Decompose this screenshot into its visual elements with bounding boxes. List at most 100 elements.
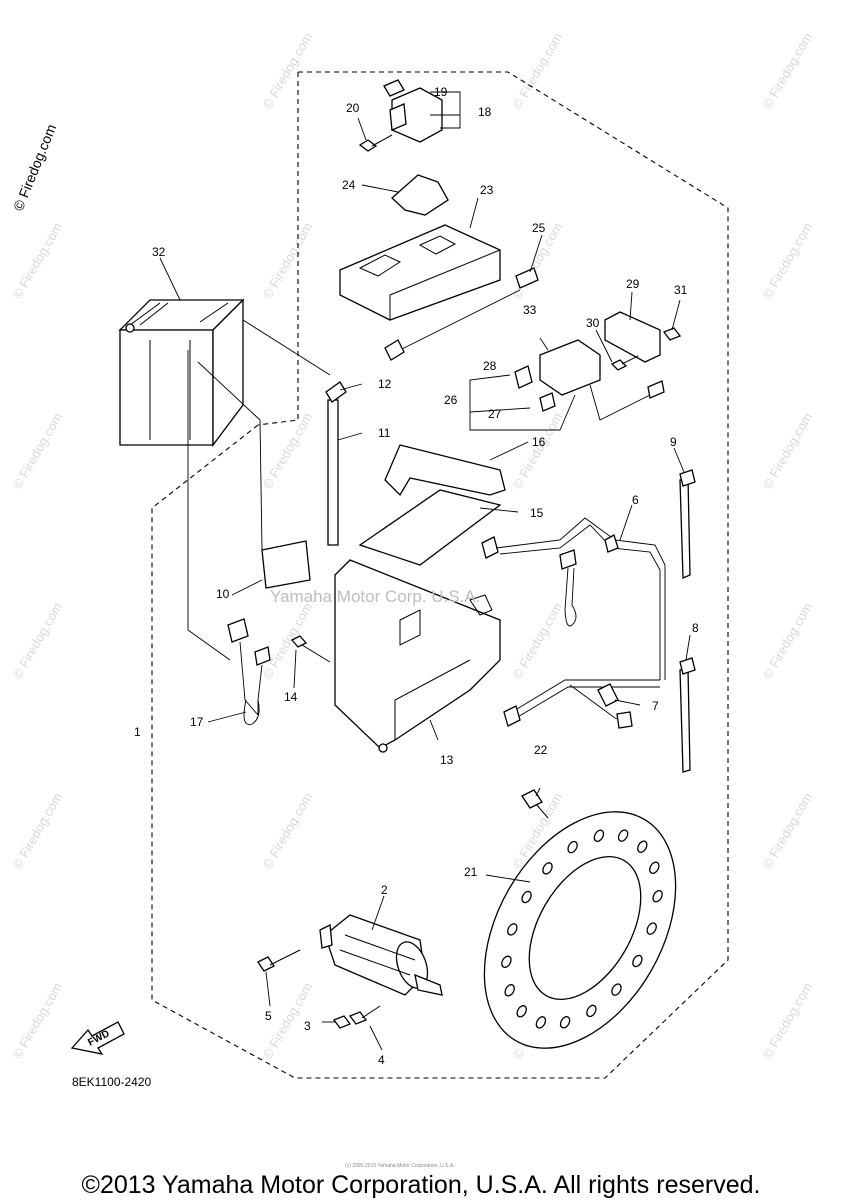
callout-26: 26 <box>444 393 458 407</box>
callout-1: 1 <box>134 725 141 739</box>
callout-19: 19 <box>434 85 448 99</box>
sheet-15 <box>358 489 502 566</box>
tile-watermark: © Firedog.com <box>260 790 316 872</box>
tile-watermark: © Firedog.com <box>260 410 316 492</box>
callout-14: 14 <box>284 690 298 704</box>
battery <box>118 298 245 447</box>
side-watermark: © Firedog.com <box>10 122 59 213</box>
tile-watermark: © Firedog.com <box>10 410 66 492</box>
rubber-pad-10 <box>261 540 311 589</box>
rotor-hole <box>535 1016 547 1029</box>
rotor-hole <box>637 840 648 853</box>
rotor-21 <box>483 811 677 1049</box>
callout-9: 9 <box>670 435 677 449</box>
callout-27: 27 <box>488 407 502 421</box>
tile-watermark: © Firedog.com <box>760 30 816 112</box>
part-code: 8EK1100-2420 <box>72 1075 152 1089</box>
tile-watermark: © Firedog.com <box>260 220 316 302</box>
tile-watermark: © Firedog.com <box>260 30 316 112</box>
wire-harness-17 <box>227 618 271 725</box>
callout-2: 2 <box>381 883 388 897</box>
tile-watermark: © Firedog.com <box>510 410 566 492</box>
rotor-hole <box>521 890 532 904</box>
callout-31: 31 <box>674 283 688 297</box>
callout-28: 28 <box>483 359 497 373</box>
clamp-12 <box>325 381 347 403</box>
callout-25: 25 <box>532 221 546 235</box>
breather-hose-11 <box>327 399 339 546</box>
copyright-footer: ©2013 Yamaha Motor Corporation, U.S.A. A… <box>82 1171 761 1199</box>
wire-lead-25 <box>384 267 539 361</box>
callout-33: 33 <box>523 303 537 317</box>
starter-relay <box>383 79 443 143</box>
rotor-hole <box>593 829 605 843</box>
rotor-hole <box>611 983 622 996</box>
callout-20: 20 <box>346 101 360 115</box>
cable-tie-9 <box>679 469 696 579</box>
bracket-24 <box>391 174 449 216</box>
callout-labels: 19 18 20 24 23 25 32 29 31 33 30 28 12 2… <box>134 85 699 1067</box>
tile-watermark: © Firedog.com <box>760 790 816 872</box>
callout-4: 4 <box>378 1053 385 1067</box>
tile-watermark: © Firedog.com <box>10 600 66 682</box>
band-16 <box>384 444 506 497</box>
callout-13: 13 <box>440 753 454 767</box>
fwd-arrow-icon: FWD <box>70 1021 125 1055</box>
callout-16: 16 <box>532 435 546 449</box>
bolt-20 <box>358 134 393 152</box>
battery-case-13 <box>334 559 501 753</box>
rotor-hole <box>559 1016 571 1029</box>
wire-harness-6 <box>481 517 666 680</box>
callout-5: 5 <box>265 1009 272 1023</box>
callout-30: 30 <box>586 316 600 330</box>
callout-22: 22 <box>534 743 548 757</box>
fuse-box-33 <box>539 339 665 421</box>
rotor-hole <box>504 984 515 997</box>
rotor-hole <box>507 923 518 936</box>
tile-watermark: © Firedog.com <box>260 600 316 682</box>
bolt-14 <box>290 635 331 663</box>
callout-6: 6 <box>632 493 639 507</box>
tile-watermark: © Firedog.com <box>510 600 566 682</box>
tile-watermark: © Firedog.com <box>10 220 66 302</box>
fine-print: (c) 2005-2015 Yamaha Motor Corporation, … <box>345 1163 455 1169</box>
rotor-hole <box>516 1005 527 1018</box>
nut-31 <box>662 327 682 341</box>
tile-watermark: © Firedog.com <box>760 220 816 302</box>
fuse-27 <box>539 392 556 412</box>
nut-3 <box>332 1015 352 1029</box>
rotor-hole <box>617 829 629 842</box>
tile-watermark: © Firedog.com <box>10 790 66 872</box>
battery-cover-23 <box>339 224 501 321</box>
main-dashed-outline <box>151 424 729 1079</box>
rotor-hole <box>649 861 660 875</box>
callout-15: 15 <box>530 506 544 520</box>
bolt-5 <box>257 949 301 972</box>
tile-watermark: © Firedog.com <box>760 410 816 492</box>
center-watermark: Yamaha Motor Corp. U.S.A. <box>270 587 480 606</box>
callout-17: 17 <box>190 715 204 729</box>
tile-watermark: © Firedog.com <box>510 30 566 112</box>
callout-32: 32 <box>152 245 166 259</box>
callout-23: 23 <box>480 183 494 197</box>
tile-watermark: © Firedog.com <box>10 980 66 1062</box>
rotor-hole <box>652 889 663 903</box>
callout-29: 29 <box>626 277 640 291</box>
rotor-hole <box>501 955 512 969</box>
callout-18: 18 <box>478 105 492 119</box>
wire-lead-7 <box>503 679 660 729</box>
upper-dashed-outline <box>257 71 729 585</box>
rotor-hole <box>567 840 578 854</box>
callout-10: 10 <box>216 587 230 601</box>
callout-24: 24 <box>342 178 356 192</box>
rotor-hole <box>646 922 657 935</box>
callout-12: 12 <box>378 377 392 391</box>
rotor-hole <box>586 1004 597 1018</box>
cable-tie-8 <box>679 657 696 773</box>
callout-7: 7 <box>652 699 659 713</box>
starter-motor-2 <box>319 914 443 996</box>
callout-21: 21 <box>464 865 478 879</box>
bolt-4 <box>348 1005 381 1025</box>
rotor-hole <box>542 862 553 875</box>
fuse-28 <box>514 365 533 389</box>
